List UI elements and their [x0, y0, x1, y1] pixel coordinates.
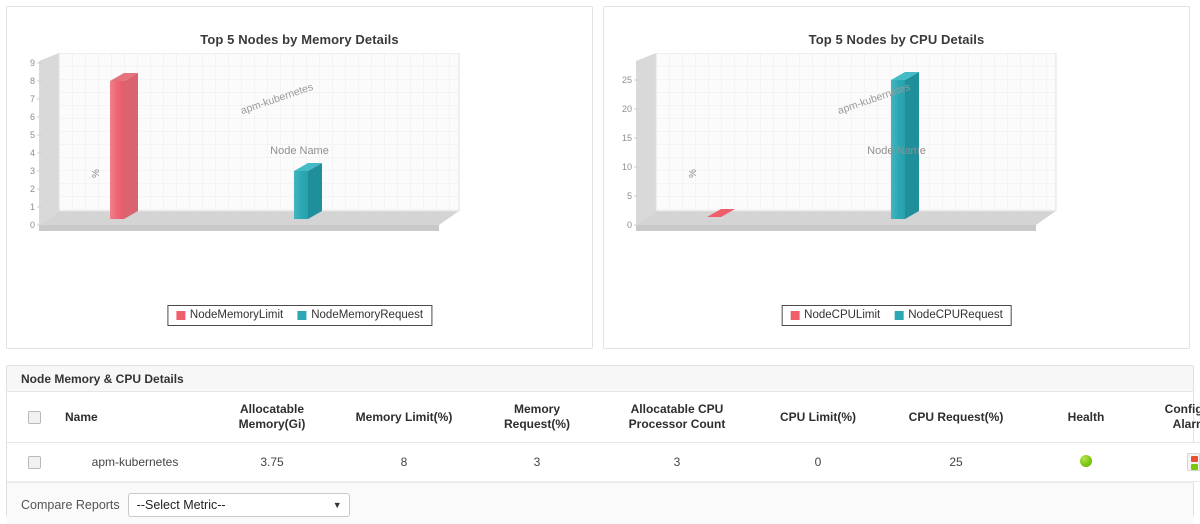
memory-chart-card: Top 5 Nodes by Memory Details: [6, 6, 593, 349]
cell-name[interactable]: apm-kubernetes: [61, 442, 209, 482]
header-line-1: Allocatable: [239, 402, 305, 416]
cpu-x-axis-title: Node Name: [867, 145, 926, 157]
bar-node-cpu-request: [891, 72, 919, 219]
alarm-red-light: [1190, 456, 1198, 462]
legend-label: NodeCPURequest: [908, 309, 1003, 321]
bar-node-memory-request: [294, 163, 322, 219]
svg-text:5: 5: [30, 130, 35, 140]
column-header-allocatable-cpu[interactable]: Allocatable CPU Processor Count: [601, 392, 753, 443]
compare-reports-bar: Compare Reports --Select Metric-- ▼: [7, 482, 1193, 524]
cpu-chart-card: Top 5 Nodes by CPU Details: [603, 6, 1190, 349]
node-details-panel: Node Memory & CPU Details Name Allocatab…: [6, 365, 1200, 524]
panel-title: Node Memory & CPU Details: [7, 366, 1193, 392]
memory-chart-legend: NodeMemoryLimit NodeMemoryRequest: [166, 305, 433, 326]
cpu-chart-title: Top 5 Nodes by CPU Details: [808, 32, 985, 47]
svg-text:2: 2: [30, 184, 35, 194]
svg-text:4: 4: [30, 148, 35, 158]
select-all-header: [7, 392, 61, 443]
cell-memory-request: 3: [473, 442, 601, 482]
compare-reports-label: Compare Reports: [21, 498, 120, 512]
legend-label: NodeCPULimit: [804, 309, 881, 321]
svg-text:15: 15: [622, 133, 632, 143]
bar-node-cpu-limit: [707, 209, 735, 217]
column-header-memory-limit[interactable]: Memory Limit(%): [335, 392, 473, 443]
alarm-light-icon[interactable]: [1186, 453, 1200, 471]
svg-text:6: 6: [30, 112, 35, 122]
cpu-chart-legend: NodeCPULimit NodeCPURequest: [781, 305, 1012, 326]
legend-label: NodeMemoryRequest: [311, 309, 424, 321]
legend-item-node-memory-limit[interactable]: NodeMemoryLimit: [175, 309, 284, 321]
cpu-chart-svg: 0 5 10 15 20 25: [622, 53, 1057, 231]
compare-metric-select[interactable]: --Select Metric-- ▼: [127, 493, 350, 517]
legend-swatch-icon: [297, 310, 307, 320]
header-line-2: Request(%): [503, 417, 570, 431]
legend-item-node-cpu-limit[interactable]: NodeCPULimit: [790, 309, 880, 321]
chevron-down-icon: ▼: [332, 500, 342, 510]
header-line-1: Allocatable CPU: [630, 402, 724, 416]
svg-text:1: 1: [30, 202, 35, 212]
node-details-table: Name Allocatable Memory(Gi) Memory Limit…: [7, 392, 1200, 482]
cpu-y-axis-title: %: [688, 169, 699, 178]
memory-y-axis-title: %: [91, 169, 102, 178]
column-header-name[interactable]: Name: [61, 392, 209, 443]
header-line-1: Memory: [513, 402, 560, 416]
legend-swatch-icon: [894, 310, 904, 320]
column-header-cpu-request[interactable]: CPU Request(%): [883, 392, 1029, 443]
bar-node-memory-limit: [110, 73, 138, 219]
svg-text:25: 25: [622, 75, 632, 85]
memory-plot-area: 0 1 2 3 4 5 6 7 8 9: [7, 53, 592, 253]
cell-configure-alarms: [1143, 442, 1200, 482]
legend-item-node-memory-request[interactable]: NodeMemoryRequest: [297, 309, 423, 321]
compare-metric-value: --Select Metric--: [136, 498, 226, 512]
column-header-memory-request[interactable]: Memory Request(%): [473, 392, 601, 443]
memory-x-axis-title: Node Name: [270, 145, 329, 157]
svg-text:9: 9: [30, 58, 35, 68]
svg-text:8: 8: [30, 76, 35, 86]
column-header-health[interactable]: Health: [1029, 392, 1143, 443]
cell-health: [1029, 442, 1143, 482]
alarm-green-light: [1190, 464, 1198, 470]
svg-text:0: 0: [30, 220, 35, 230]
cell-allocatable-cpu: 3: [601, 442, 753, 482]
table-header: Name Allocatable Memory(Gi) Memory Limit…: [7, 392, 1200, 443]
svg-text:20: 20: [622, 104, 632, 114]
health-status-icon: [1080, 454, 1092, 467]
memory-chart-svg: 0 1 2 3 4 5 6 7 8 9: [30, 53, 460, 231]
row-checkbox[interactable]: [27, 456, 41, 470]
column-header-cpu-limit[interactable]: CPU Limit(%): [753, 392, 883, 443]
cell-cpu-limit: 0: [753, 442, 883, 482]
table-row[interactable]: apm-kubernetes 3.75 8 3 3 0 25: [7, 442, 1200, 482]
select-all-checkbox[interactable]: [27, 410, 41, 424]
svg-text:0: 0: [627, 220, 632, 230]
cell-cpu-request: 25: [883, 442, 1029, 482]
row-select-cell: [7, 442, 61, 482]
cell-memory-limit: 8: [335, 442, 473, 482]
header-line-2: Alarms: [1172, 417, 1200, 431]
svg-text:3: 3: [30, 166, 35, 176]
legend-swatch-icon: [790, 310, 800, 320]
column-header-allocatable-memory[interactable]: Allocatable Memory(Gi): [209, 392, 335, 443]
cpu-plot-area: 0 5 10 15 20 25: [604, 53, 1189, 253]
charts-row: Top 5 Nodes by Memory Details: [6, 6, 1190, 349]
column-header-configure-alarms[interactable]: Configure Alarms: [1143, 392, 1200, 443]
header-line-1: Configure: [1164, 402, 1200, 416]
cell-allocatable-memory: 3.75: [209, 442, 335, 482]
legend-item-node-cpu-request[interactable]: NodeCPURequest: [894, 309, 1003, 321]
table-body: apm-kubernetes 3.75 8 3 3 0 25: [7, 442, 1200, 482]
memory-chart-title: Top 5 Nodes by Memory Details: [200, 32, 399, 47]
svg-text:5: 5: [627, 191, 632, 201]
table-header-row: Name Allocatable Memory(Gi) Memory Limit…: [7, 392, 1200, 443]
header-line-2: Processor Count: [628, 417, 726, 431]
legend-swatch-icon: [175, 310, 185, 320]
header-line-2: Memory(Gi): [238, 417, 306, 431]
svg-text:10: 10: [622, 162, 632, 172]
svg-text:7: 7: [30, 94, 35, 104]
legend-label: NodeMemoryLimit: [189, 309, 284, 321]
